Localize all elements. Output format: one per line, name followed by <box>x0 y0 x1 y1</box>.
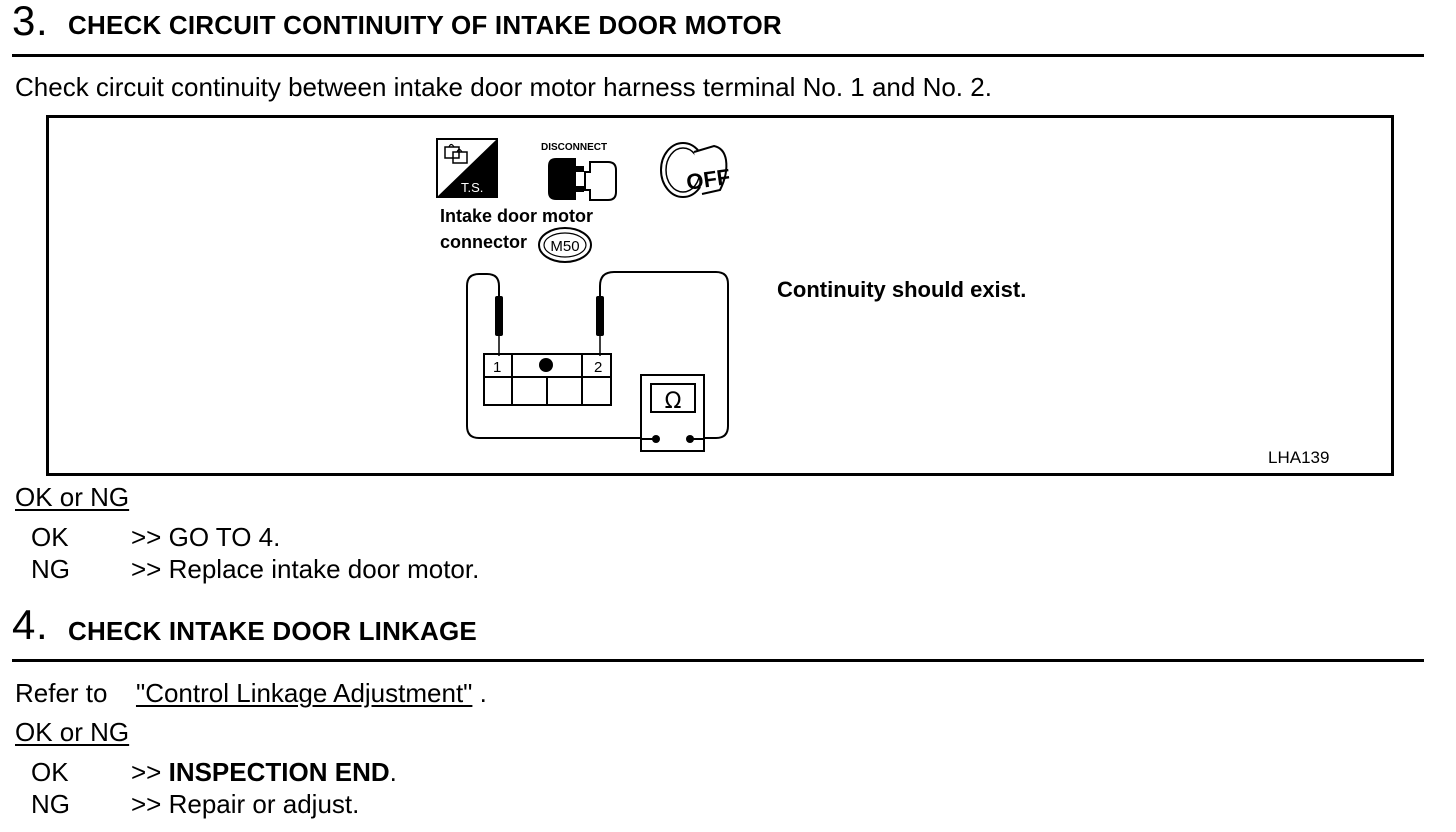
probe-2 <box>596 296 604 356</box>
step-4-dot: . <box>36 601 48 648</box>
step-3-ng-action: >> Replace intake door motor. <box>131 554 480 584</box>
connector-code-badge <box>538 227 592 263</box>
step-3-instruction: Check circuit continuity between intake … <box>15 72 992 102</box>
ts-icon <box>436 138 498 198</box>
step-4-number: 4 <box>12 601 36 648</box>
off-label: OFF <box>685 164 732 195</box>
ohm-symbol: Ω <box>665 389 682 414</box>
disconnect-icon <box>548 158 617 201</box>
step-4-ok-prefix: >> <box>131 757 169 787</box>
step-3-ok-action: >> GO TO 4. <box>131 522 281 552</box>
circuit-figure <box>46 115 1394 476</box>
step-4-title: CHECK INTAKE DOOR LINKAGE <box>68 616 477 646</box>
continuity-spec: Continuity should exist. <box>777 277 1027 302</box>
refer-suffix: . <box>479 678 487 708</box>
terminal-2-label: 2 <box>594 359 602 376</box>
probe-1 <box>495 296 503 356</box>
step-3-title: CHECK CIRCUIT CONTINUITY OF INTAKE DOOR … <box>68 10 782 40</box>
step-4-ok-suffix: . <box>389 757 397 787</box>
step-4-ok-action: >> INSPECTION END. <box>131 757 397 788</box>
figure-code: LHA139 <box>1268 448 1330 467</box>
refer-prefix: Refer to <box>15 678 108 708</box>
step-4-divider <box>12 659 1424 662</box>
step-3-ng-key: NG <box>31 554 70 584</box>
step-4-refer-line: Refer to "Control Linkage Adjustment" . <box>15 678 487 709</box>
inspection-end-text: INSPECTION END <box>168 757 390 787</box>
connector-label-line1: Intake door motor <box>440 206 594 226</box>
step-4-ng-action: >> Repair or adjust. <box>131 789 360 819</box>
ts-label: T.S. <box>461 180 483 195</box>
step-3-ok-ng-heading: OK or NG <box>15 482 130 512</box>
step-4-ok-ng-heading: OK or NG <box>15 717 130 747</box>
step-4-ok-key: OK <box>31 757 69 787</box>
step-3-number: 3 <box>12 0 36 44</box>
connector-code: M50 <box>550 238 579 255</box>
step-3-divider <box>12 54 1424 57</box>
test-wires <box>466 271 729 439</box>
step-3-dot: . <box>36 0 48 44</box>
ignition-off-icon <box>660 142 728 198</box>
control-linkage-adjustment-link[interactable]: "Control Linkage Adjustment" <box>135 678 473 708</box>
step-4-ng-key: NG <box>31 789 70 819</box>
connector-lock-dot <box>539 358 553 372</box>
step-3-ok-key: OK <box>31 522 69 552</box>
connector-label-line2: connector <box>440 232 528 252</box>
ohmmeter <box>640 374 705 452</box>
disconnect-label: DISCONNECT <box>541 142 607 153</box>
terminal-1-label: 1 <box>493 359 501 376</box>
connector-terminal-grid <box>483 353 612 406</box>
